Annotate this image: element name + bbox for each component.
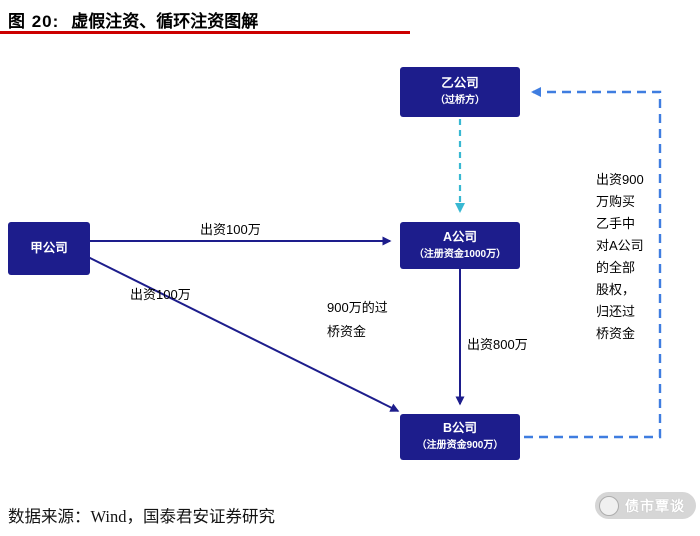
node-sublabel: （注册资金1000万） — [413, 248, 507, 260]
node-label: 甲公司 — [30, 240, 68, 255]
edge-label-jia-to-b: 出资100万 — [130, 287, 191, 302]
figure-title: 图 20: 虚假注资、循环注资图解 — [8, 7, 258, 32]
node-label: 乙公司 — [441, 76, 479, 91]
edge-label-a-to-b: 出资800万 — [467, 337, 528, 352]
watermark-label: 债市覃谈 — [625, 497, 685, 514]
watermark-logo-icon — [599, 495, 619, 516]
title-underline-rule — [0, 31, 410, 34]
data-source-note: 数据来源：Wind，国泰君安证券研究 — [8, 507, 275, 526]
node-company-b: B公司 （注册资金900万） — [400, 414, 520, 460]
node-label: A公司 — [442, 229, 478, 244]
edge-label-yi-to-a-bridge: 900万的过 桥资金 — [327, 300, 388, 339]
figure-title-text: 虚假注资、循环注资图解 — [71, 12, 259, 31]
figure-number: 图 20: — [8, 12, 60, 31]
node-company-yi-bridge: 乙公司 （过桥方） — [400, 67, 520, 117]
node-company-jia: 甲公司 — [8, 222, 90, 275]
node-label: B公司 — [442, 421, 478, 436]
watermark-badge: 债市覃谈 — [595, 492, 696, 519]
node-company-a: A公司 （注册资金1000万） — [400, 222, 520, 269]
node-sublabel: （注册资金900万） — [416, 440, 504, 452]
edge-label-jia-to-a: 出资100万 — [200, 222, 261, 237]
node-sublabel: （过桥方） — [435, 95, 485, 107]
edge-label-b-to-yi-repay: 出资900 万购买 乙手中 对A公司 的全部 股权， 归还过 桥资金 — [596, 172, 644, 341]
